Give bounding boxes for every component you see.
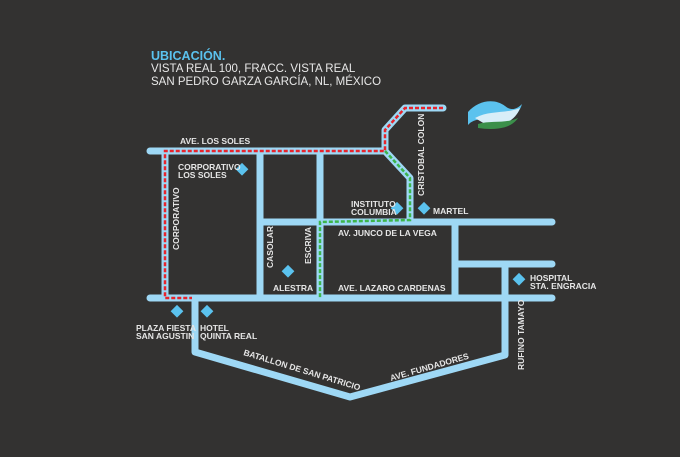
address-header: UBICACIÓN. VISTA REAL 100, FRACC. VISTA … (151, 50, 381, 89)
route-red (163, 106, 443, 300)
address-line-1: VISTA REAL 100, FRACC. VISTA REAL (151, 63, 356, 75)
logo (468, 101, 522, 129)
label-hospital-1: HOSPITAL (530, 273, 572, 283)
label-los-soles: AVE. LOS SOLES (180, 136, 251, 146)
marker-hospital[interactable] (512, 272, 526, 286)
label-alestra: ALESTRA (273, 283, 313, 293)
label-hotel-1: HOTEL (200, 323, 229, 333)
route-green (318, 150, 412, 298)
label-instituto-1: INSTITUTO (351, 199, 396, 209)
marker-corporativo-los-soles[interactable] (235, 162, 249, 176)
markers (170, 162, 526, 318)
marker-martel[interactable] (417, 201, 431, 215)
label-plaza-2: SAN AGUSTIN (136, 331, 194, 341)
label-martel: MARTEL (433, 206, 468, 216)
label-hotel-2: QUINTA REAL (200, 331, 257, 341)
road-top-connector (381, 104, 447, 155)
label-plaza-1: PLAZA FIESTA (136, 323, 196, 333)
location-title: UBICACIÓN. (151, 49, 226, 63)
label-corp-soles-2: LOS SOLES (178, 170, 227, 180)
label-cristobal-colon: CRISTOBAL COLON (416, 114, 426, 196)
label-instituto-2: COLUMBIA (351, 207, 397, 217)
address-line-2: SAN PEDRO GARZA GARCÍA, NL, MÉXICO (151, 76, 382, 88)
marker-hotel-quinta-real[interactable] (200, 304, 214, 318)
label-junco: AV. JUNCO DE LA VEGA (338, 228, 437, 238)
label-casolar: CASOLAR (265, 226, 275, 268)
label-hospital-2: STA. ENGRACIA (530, 281, 596, 291)
marker-instituto-columbia[interactable] (390, 201, 404, 215)
marker-plaza-fiesta[interactable] (170, 304, 184, 318)
road-fundadores-loop (191, 260, 509, 401)
label-lazaro: AVE. LAZARO CARDENAS (338, 283, 446, 293)
label-escriva: ESCRIVA (303, 227, 313, 264)
marker-alestra[interactable] (281, 264, 295, 278)
label-rufino: RUFINO TAMAYO (516, 299, 526, 370)
label-corporativo: CORPORATIVO (171, 187, 181, 250)
label-corp-soles-1: CORPORATIVO (178, 162, 241, 172)
